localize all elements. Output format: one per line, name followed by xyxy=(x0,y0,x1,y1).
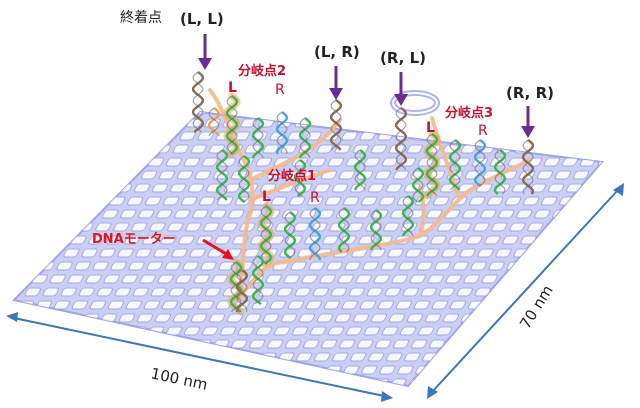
dna-helix xyxy=(283,211,297,259)
arrow-lr-icon xyxy=(329,66,343,100)
dna-helix xyxy=(308,207,322,261)
dna-helix xyxy=(275,111,289,155)
dna-helix xyxy=(207,107,221,137)
branch2-l-label: L xyxy=(228,80,237,96)
endpoint-rr-label: (R, R) xyxy=(506,84,554,102)
dna-helix xyxy=(353,149,367,191)
dna-helix xyxy=(394,107,408,171)
branch3-label: 分岐点3 xyxy=(445,105,493,121)
branch2-label: 分岐点2 xyxy=(238,63,286,79)
dimension-width xyxy=(6,312,393,402)
dna-helix xyxy=(329,99,343,151)
dna-helix xyxy=(298,117,312,159)
dna-helix xyxy=(448,139,462,191)
dna-helix xyxy=(337,207,351,253)
dimension-depth xyxy=(427,183,624,399)
dna-helix xyxy=(235,269,249,313)
arrow-rl-icon xyxy=(394,72,408,106)
dna-helix xyxy=(521,139,535,195)
depth-dimension-label: 70 nm xyxy=(516,282,557,332)
dna-helix xyxy=(191,71,205,133)
dna-helix xyxy=(369,209,383,251)
width-dimension-label: 100 nm xyxy=(149,364,209,394)
dna-helix xyxy=(257,202,275,268)
dna-helix xyxy=(411,167,425,203)
endpoint-arrows xyxy=(198,34,535,138)
branch2-r-label: R xyxy=(275,82,285,98)
endpoint-ll-label: (L, L) xyxy=(180,10,224,28)
dna-helices xyxy=(191,71,535,316)
branch3-l-label: L xyxy=(426,120,435,136)
dna-helix xyxy=(215,149,229,201)
branch1-l-label: L xyxy=(262,189,271,205)
endpoint-rl-label: (R, L) xyxy=(380,49,426,67)
dna-helix xyxy=(223,92,241,158)
endpoint-lr-label: (L, R) xyxy=(314,43,360,61)
arrow-ll-icon xyxy=(198,34,212,70)
motor-label: DNAモーター xyxy=(92,232,176,247)
dna-helix xyxy=(493,149,507,195)
dna-helix xyxy=(473,139,487,187)
dna-helix xyxy=(401,195,415,237)
dna-helix xyxy=(251,255,265,305)
arrow-rr-icon xyxy=(521,106,535,138)
dna-helix xyxy=(423,130,441,200)
dna-helix xyxy=(251,117,265,159)
branch3-r-label: R xyxy=(478,123,488,139)
dna-helix xyxy=(237,155,251,203)
branch1-r-label: R xyxy=(310,190,320,206)
branch1-label: 分岐点1 xyxy=(268,168,316,184)
motor-arrow-icon xyxy=(202,238,234,260)
endpoint-ll-prefix: 終着点 xyxy=(120,10,162,26)
dna-helix xyxy=(293,159,307,197)
